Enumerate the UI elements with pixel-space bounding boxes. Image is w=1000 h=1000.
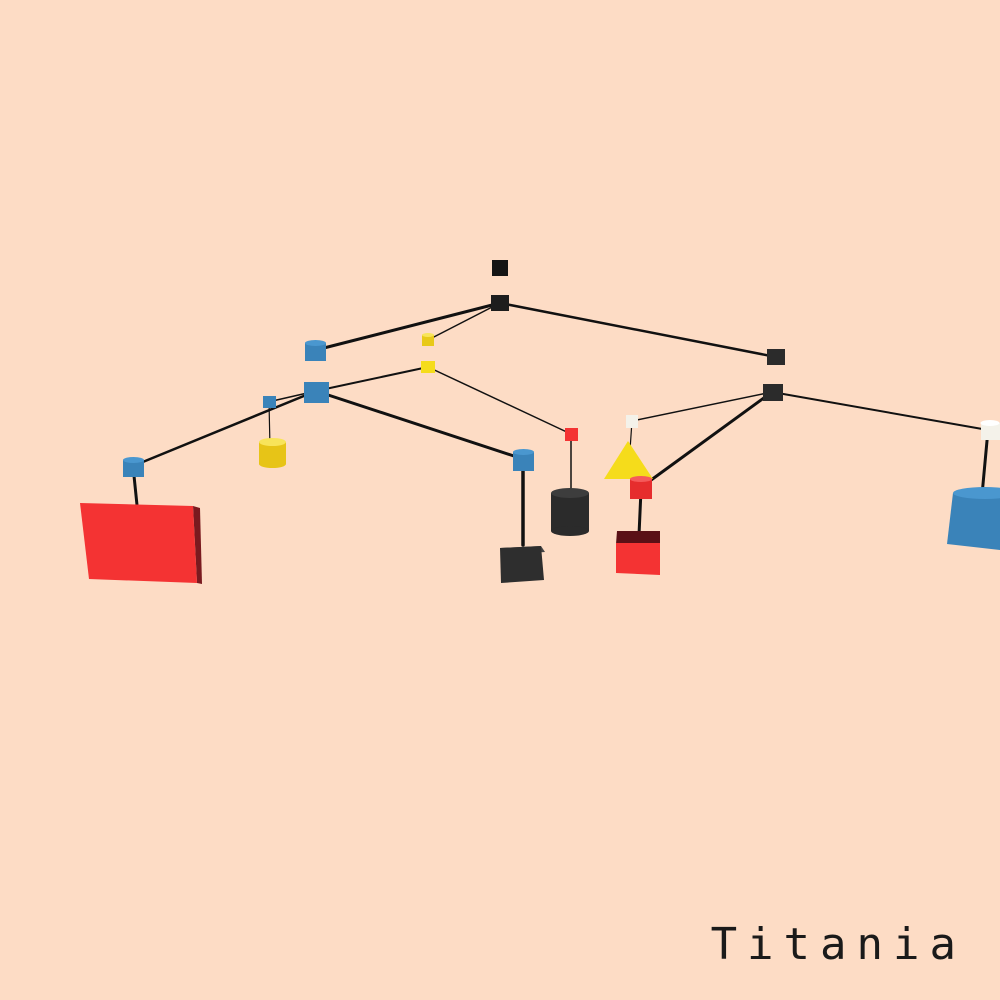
wire [498,301,778,359]
black-cube [763,384,783,401]
black-cube [767,349,785,365]
wire [771,391,989,431]
wire [314,389,525,461]
black-cube [500,546,545,583]
wire [645,390,774,485]
yellow-cylinder [422,333,434,346]
blue-cylinder [513,449,534,471]
wires [131,301,990,547]
wire [131,389,318,468]
wire [980,428,990,497]
red-cylinder [630,476,652,499]
yellow-cone [604,441,653,479]
red-panel [80,503,202,584]
wire [427,302,501,341]
wire [427,366,572,435]
blue-cube [263,396,276,408]
caption-title: Titania [710,919,966,970]
wire [315,366,429,392]
yellow-cylinder [259,438,286,468]
red-cube [616,531,660,575]
black-cube [492,260,508,276]
red-cube [565,428,578,441]
yellow-cube [421,361,435,373]
blue-cylinder [123,457,144,477]
black-cylinder [551,488,589,536]
wire [314,301,502,352]
blue-cylinder [305,340,326,361]
white-cube [626,415,638,428]
white-cylinder [980,420,1000,440]
blue-cube [304,382,329,403]
black-cube [491,295,509,311]
wire [631,391,773,422]
blue-cylinder [947,487,1000,550]
